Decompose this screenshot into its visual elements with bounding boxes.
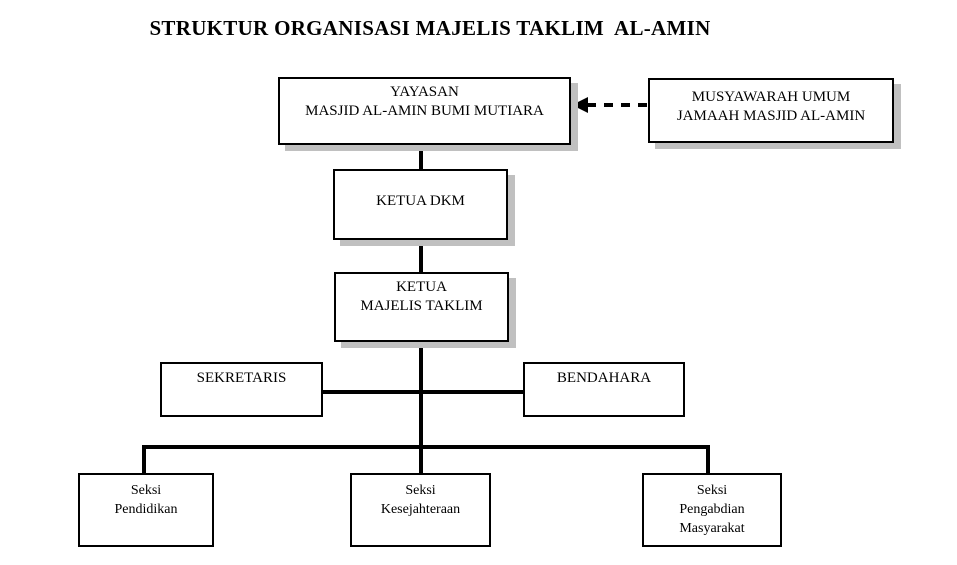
node-ketua-dkm: KETUA DKM: [333, 169, 508, 240]
node-seksi-pengabdian-masyarakat: Seksi Pengabdian Masyarakat: [642, 473, 782, 547]
page-title: STRUKTUR ORGANISASI MAJELIS TAKLIM AL-AM…: [149, 16, 711, 40]
node-label-line: Seksi: [696, 483, 728, 498]
node-label-line: Masyarakat: [679, 521, 745, 536]
node-label-line: BENDAHARA: [556, 370, 652, 386]
node-yayasan: YAYASAN MASJID AL-AMIN BUMI MUTIARA: [278, 77, 571, 145]
node-label-line: Kesejahteraan: [380, 502, 461, 517]
node-label-line: KETUA: [396, 279, 447, 295]
node-label-line: Pengabdian: [679, 502, 745, 517]
connector-sekretaris-bendahara: [323, 390, 523, 394]
node-label-line: MASJID AL-AMIN BUMI MUTIARA: [305, 103, 544, 119]
connector-drop-seksi-pengabdian: [706, 445, 710, 474]
node-label-line: JAMAAH MASJID AL-AMIN: [676, 108, 866, 124]
connector-drop-seksi-pendidikan: [142, 445, 146, 474]
node-seksi-pendidikan: Seksi Pendidikan: [78, 473, 214, 547]
connector-yayasan-to-ketua-dkm: [419, 145, 423, 170]
node-label-line: YAYASAN: [390, 84, 459, 100]
node-ketua-majelis-taklim: KETUA MAJELIS TAKLIM: [334, 272, 509, 342]
node-musyawarah-umum: MUSYAWARAH UMUM JAMAAH MASJID AL-AMIN: [648, 78, 894, 143]
dashed-line-connector: [587, 103, 648, 107]
node-label-line: MAJELIS TAKLIM: [360, 298, 483, 314]
node-label-line: MUSYAWARAH UMUM: [691, 89, 851, 105]
node-label-line: Pendidikan: [114, 502, 178, 517]
connector-seksi-branch: [142, 445, 710, 449]
node-label-line: KETUA DKM: [376, 193, 465, 209]
left-arrowhead-icon: [572, 97, 588, 113]
connector-ketua-dkm-to-majelis: [419, 240, 423, 273]
node-label-line: Seksi: [405, 483, 436, 498]
node-label-line: SEKRETARIS: [196, 370, 287, 386]
node-bendahara: BENDAHARA: [523, 362, 685, 417]
node-label-line: Seksi: [130, 483, 162, 498]
connector-majelis-to-seksi-trunk: [419, 342, 423, 474]
node-seksi-kesejahteraan: Seksi Kesejahteraan: [350, 473, 491, 547]
node-sekretaris: SEKRETARIS: [160, 362, 323, 417]
